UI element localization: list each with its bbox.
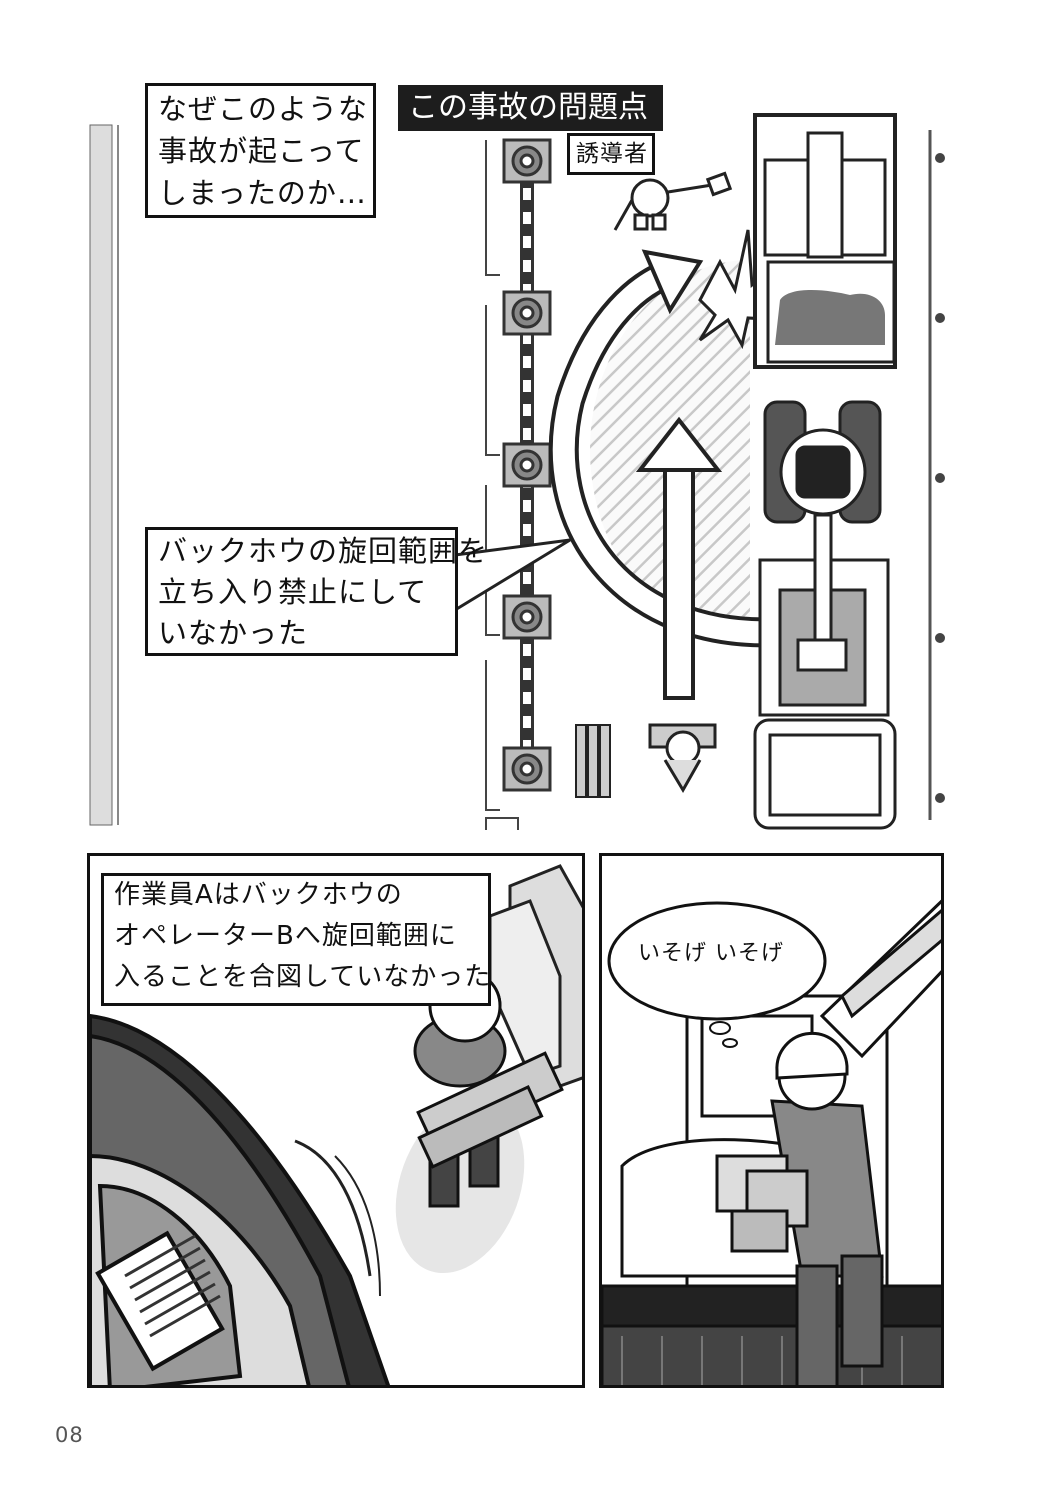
road-edge — [89, 124, 113, 826]
worker-carrying-lumber-art — [90, 864, 582, 1385]
backhoe-top — [753, 400, 897, 830]
caption-line-2: オペレーターBへ旋回範囲に — [114, 921, 457, 951]
problem-line-2: 立ち入り禁止にして — [158, 575, 428, 609]
caption-box: 作業員Aはバックホウの オペレーターBへ旋回範囲に 入ることを合図していなかった — [101, 873, 491, 1006]
comic-panel-left: 作業員Aはバックホウの オペレーターBへ旋回範囲に 入ることを合図していなかった — [87, 853, 585, 1388]
page-number: 08 — [55, 1423, 84, 1447]
caption-line-3: 入ることを合図していなかった — [114, 962, 492, 992]
guide-worker — [613, 171, 733, 231]
worker-a-top — [648, 723, 717, 793]
worker-near-excavator-art — [602, 899, 941, 1385]
problem-line-1: バックホウの旋回範囲を — [158, 534, 489, 568]
thought-text: いそげ いそげ — [638, 941, 784, 966]
accident-diagram — [89, 113, 945, 830]
question-line-1: なぜこのような — [158, 92, 369, 126]
question-line-3: しまったのか… — [158, 176, 367, 210]
guide-label-text: 誘導者 — [576, 141, 648, 167]
comic-panel-right: いそげ いそげ — [599, 853, 944, 1388]
forward-arrow — [635, 416, 723, 700]
question-line-2: 事故が起こって — [158, 134, 365, 168]
barrier-chain — [485, 138, 552, 830]
problem-box: バックホウの旋回範囲を 立ち入り禁止にして いなかった — [145, 527, 487, 656]
problem-title: この事故の問題点 — [398, 85, 663, 131]
caption-line-1: 作業員Aはバックホウの — [114, 880, 403, 910]
guide-label: 誘導者 — [567, 133, 655, 175]
question-box: なぜこのような 事故が起こって しまったのか… — [145, 83, 376, 218]
problem-line-3: いなかった — [158, 616, 309, 650]
lumber-pile — [575, 724, 611, 798]
dump-truck — [753, 113, 897, 369]
